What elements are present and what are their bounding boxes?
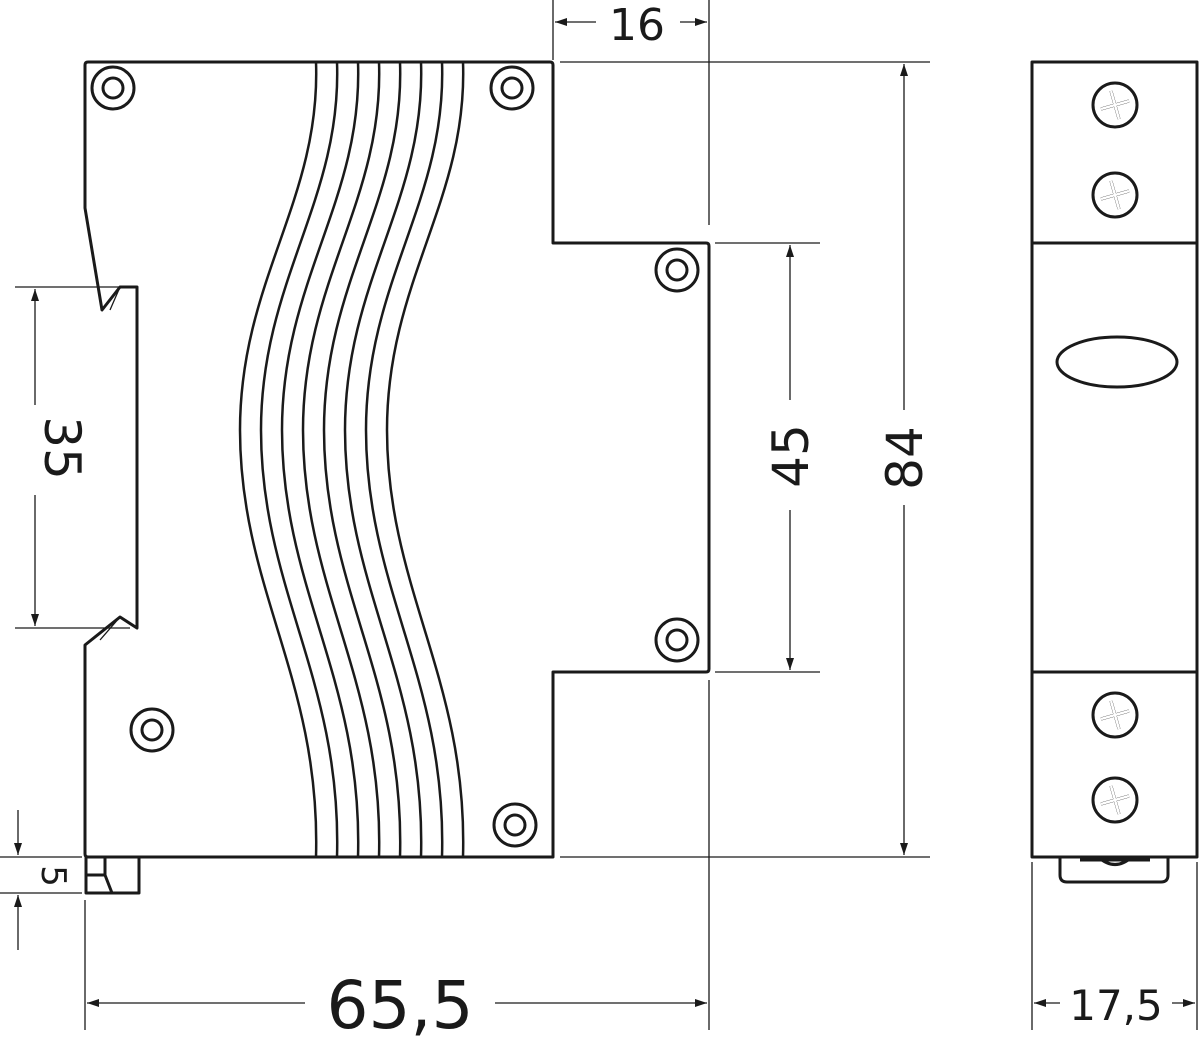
rivet-outer — [129, 707, 175, 753]
rivet-inner — [665, 258, 689, 282]
rivet-inner — [500, 76, 524, 100]
terminal-screws — [1091, 81, 1139, 824]
screw-icon — [1091, 81, 1139, 129]
wave-line — [364, 61, 444, 858]
rivet-outer — [492, 802, 538, 848]
rivets — [90, 65, 700, 848]
dim-label-84: 84 — [876, 426, 934, 490]
wave-line — [301, 61, 381, 858]
front-view-outline — [1030, 60, 1199, 859]
front-view — [1030, 60, 1199, 884]
rivet-inner — [101, 76, 125, 100]
screw-icon — [1091, 691, 1139, 739]
front-rail-clip — [1058, 855, 1170, 884]
side-view-outline — [83, 60, 711, 859]
dim-label-35: 35 — [33, 416, 91, 480]
dim-label-5: 5 — [33, 865, 73, 887]
wave-line — [343, 61, 423, 858]
rivet-outer — [654, 247, 700, 293]
dim-label-65-5: 65,5 — [327, 967, 474, 1042]
rivet-inner — [665, 628, 689, 652]
cooling-waves — [238, 61, 465, 858]
dim-label-17-5: 17,5 — [1069, 981, 1163, 1030]
wave-line — [280, 61, 360, 858]
rail-hook-detail — [99, 286, 121, 641]
dim-label-16: 16 — [609, 0, 665, 51]
rivet-outer — [90, 65, 136, 111]
wave-line — [259, 61, 339, 858]
wave-line — [385, 61, 465, 858]
rivet-inner — [503, 813, 527, 837]
rail-clip — [84, 857, 141, 895]
side-view — [83, 60, 711, 895]
screw-icon — [1091, 776, 1139, 824]
status-window — [1055, 335, 1179, 389]
rivet-outer — [489, 65, 535, 111]
screw-icon — [1091, 171, 1139, 219]
dim-label-45: 45 — [762, 424, 820, 488]
wave-line — [322, 61, 402, 858]
rivet-outer — [654, 617, 700, 663]
wave-line — [238, 61, 318, 858]
rivet-inner — [140, 718, 164, 742]
dimension-lines — [14, 18, 1195, 1007]
